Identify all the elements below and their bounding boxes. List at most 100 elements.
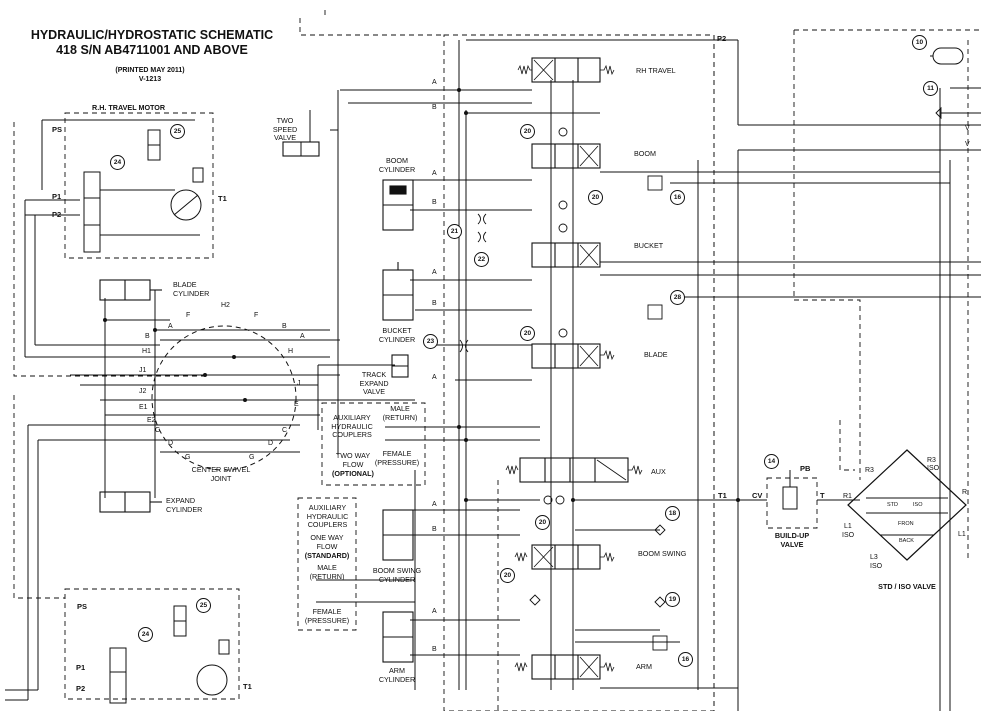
port-f-right: F bbox=[254, 312, 259, 319]
bucket-cylinder-label: BUCKET CYLINDER bbox=[378, 326, 416, 344]
port-d-right: D bbox=[268, 440, 274, 447]
title-line-2: 418 S/N AB4711001 AND ABOVE bbox=[56, 43, 248, 57]
port-e2: E2 bbox=[147, 417, 156, 424]
port-b-rh: B bbox=[432, 104, 437, 111]
boom-swing-section-label: BOOM SWING bbox=[638, 549, 687, 558]
boom-section-label: BOOM bbox=[634, 149, 656, 158]
fron-label: FRON bbox=[898, 521, 914, 527]
standard-label: (STANDARD) bbox=[304, 551, 350, 560]
callout-24-top: 24 bbox=[110, 155, 125, 170]
blade-cylinder-label: BLADE CYLINDER bbox=[173, 280, 210, 298]
port-h1: H1 bbox=[142, 348, 151, 355]
callout-16-b: 16 bbox=[678, 652, 693, 667]
port-l1-right: L1 bbox=[958, 531, 966, 538]
port-a-rh: A bbox=[432, 79, 437, 86]
port-c-left: C bbox=[155, 427, 161, 434]
port-d-left: D bbox=[168, 440, 174, 447]
port-v-2: V bbox=[965, 141, 970, 148]
port-p2-top: P2 bbox=[52, 210, 62, 219]
female-pressure-label-2: FEMALE (PRESSURE) bbox=[304, 607, 350, 625]
port-e1: E1 bbox=[139, 404, 148, 411]
port-r-right: R bbox=[962, 489, 968, 496]
port-a-boom: A bbox=[432, 170, 437, 177]
port-l1: L1 bbox=[844, 523, 852, 530]
rh-travel-section-label: RH TRAVEL bbox=[636, 66, 676, 75]
center-swivel-joint-label: CENTER SWIVEL JOINT bbox=[191, 465, 251, 483]
port-e: E bbox=[294, 401, 299, 408]
port-ps-top: PS bbox=[52, 125, 63, 134]
aux-couplers-optional-label: AUXILIARY HYDRAULIC COUPLERS bbox=[331, 413, 373, 440]
port-a-swing: A bbox=[432, 501, 437, 508]
port-p2-main: P2 bbox=[717, 34, 727, 43]
expand-cylinder-label: EXPAND CYLINDER bbox=[166, 496, 203, 514]
male-return-label-2: MALE (RETURN) bbox=[309, 563, 345, 581]
optional-label: (OPTIONAL) bbox=[332, 469, 374, 478]
port-r3-std: R3 bbox=[927, 457, 936, 464]
port-ps-bottom: PS bbox=[77, 602, 88, 611]
port-j2: J2 bbox=[139, 388, 147, 395]
track-expand-valve-label: TRACK EXPAND VALVE bbox=[359, 370, 389, 397]
two-speed-valve-label: TWO SPEED VALVE bbox=[272, 116, 298, 143]
callout-28: 28 bbox=[670, 290, 685, 305]
printed-date: (PRINTED MAY 2011) bbox=[115, 67, 185, 74]
schematic-title: HYDRAULIC/HYDROSTATIC SCHEMATIC 418 S/N … bbox=[22, 28, 282, 58]
port-a-arm: A bbox=[432, 608, 437, 615]
callout-20-b: 20 bbox=[588, 190, 603, 205]
callout-11: 11 bbox=[923, 81, 938, 96]
boom-cylinder-label: BOOM CYLINDER bbox=[378, 156, 416, 174]
title-line-1: HYDRAULIC/HYDROSTATIC SCHEMATIC bbox=[30, 28, 274, 42]
port-a-blade: A bbox=[432, 374, 437, 381]
port-p2-bottom: P2 bbox=[76, 684, 86, 693]
callout-20-a: 20 bbox=[520, 124, 535, 139]
aux-section-label: AUX bbox=[651, 467, 666, 476]
port-p1-top: P1 bbox=[52, 192, 62, 201]
callout-20-d: 20 bbox=[535, 515, 550, 530]
port-b-swing: B bbox=[432, 526, 437, 533]
port-h: H bbox=[288, 348, 294, 355]
port-f-left: F bbox=[186, 312, 191, 319]
drawing-code: V-1213 bbox=[138, 76, 162, 83]
port-l3-iso: ISO bbox=[870, 563, 883, 570]
port-t1-main: T1 bbox=[718, 491, 727, 500]
female-pressure-label: FEMALE (PRESSURE) bbox=[374, 449, 420, 467]
print-info: (PRINTED MAY 2011) V-1213 bbox=[95, 66, 205, 84]
callout-16-a: 16 bbox=[670, 190, 685, 205]
build-up-valve-label: BUILD-UP VALVE bbox=[774, 531, 810, 549]
callout-18: 18 bbox=[665, 506, 680, 521]
callout-19: 19 bbox=[665, 592, 680, 607]
port-a-bucket: A bbox=[432, 269, 437, 276]
port-j1: J1 bbox=[139, 367, 147, 374]
port-cv: CV bbox=[752, 491, 763, 500]
port-b-boom: B bbox=[432, 199, 437, 206]
port-c-right: C bbox=[282, 427, 288, 434]
port-v-1: V bbox=[965, 125, 970, 132]
callout-25-top: 25 bbox=[170, 124, 185, 139]
aux-couplers-standard-label: AUXILIARY HYDRAULIC COUPLERS bbox=[306, 503, 349, 530]
port-t1-top: T1 bbox=[218, 194, 227, 203]
port-r3: R3 bbox=[865, 467, 874, 474]
callout-21: 21 bbox=[447, 224, 462, 239]
port-h2: H2 bbox=[221, 302, 230, 309]
port-b-bucket: B bbox=[432, 300, 437, 307]
port-g-left: G bbox=[185, 454, 191, 461]
blade-section-label: BLADE bbox=[644, 350, 668, 359]
port-t1-bottom: T1 bbox=[243, 682, 252, 691]
arm-cylinder-label: ARM CYLINDER bbox=[378, 666, 416, 684]
back-label: BACK bbox=[899, 538, 914, 544]
port-p1-bottom: P1 bbox=[76, 663, 86, 672]
port-g-right: G bbox=[249, 454, 255, 461]
iso-label: ISO bbox=[913, 502, 923, 508]
port-a-swivel-right: A bbox=[300, 333, 305, 340]
male-return-label: MALE (RETURN) bbox=[382, 404, 418, 422]
callout-22: 22 bbox=[474, 252, 489, 267]
callout-20-c: 20 bbox=[520, 326, 535, 341]
callout-23: 23 bbox=[423, 334, 438, 349]
bucket-section-label: BUCKET bbox=[634, 241, 664, 250]
callout-10: 10 bbox=[912, 35, 927, 50]
port-a-swivel: A bbox=[168, 323, 173, 330]
port-pb: PB bbox=[800, 464, 811, 473]
port-b-arm: B bbox=[432, 646, 437, 653]
port-r3-iso: ISO bbox=[927, 465, 940, 472]
callout-14: 14 bbox=[764, 454, 779, 469]
